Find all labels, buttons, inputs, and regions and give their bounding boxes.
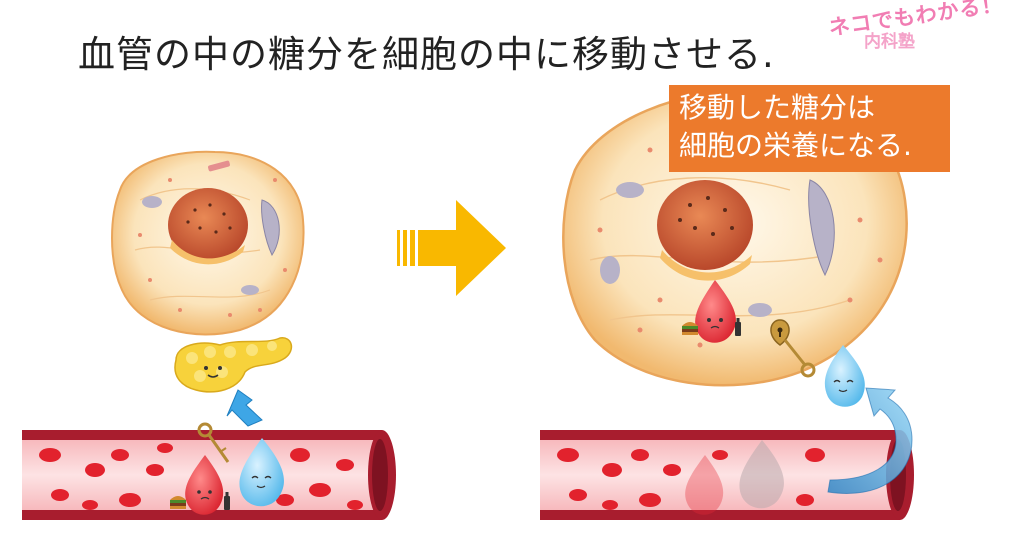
right-nucleus-icon [657, 180, 753, 270]
down-arrow-icon [227, 390, 262, 426]
left-blood-vessel-icon [22, 424, 396, 520]
pancreas-icon [175, 338, 291, 392]
right-blood-vessel-icon [540, 430, 914, 520]
left-cell-icon [112, 152, 304, 335]
right-arrow-icon [397, 200, 506, 296]
callout-box: 移動した糖分は 細胞の栄養になる. [669, 85, 950, 172]
callout-line-1: 移動した糖分は [679, 89, 950, 127]
callout-line-2: 細胞の栄養になる. [679, 127, 950, 165]
